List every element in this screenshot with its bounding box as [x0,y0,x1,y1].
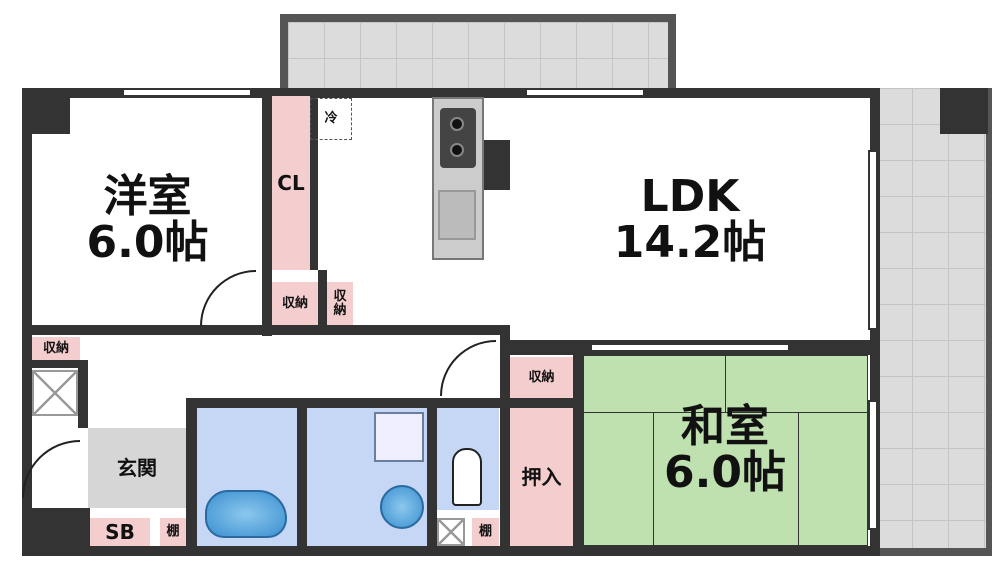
pillar [22,508,90,556]
wall [297,408,307,556]
oshiire: 押入 [510,408,573,546]
wall [573,355,583,555]
window [868,150,878,330]
tatami-line [583,412,868,413]
wall [262,96,272,336]
wall [318,270,327,330]
washbasin-icon [380,485,424,529]
top-balcony [280,14,676,90]
shoebox: SB [90,518,150,546]
fridge: 冷 [310,98,352,140]
window [868,400,878,530]
storage: 収納 [510,357,573,398]
shelf: 棚 [160,518,186,546]
storage: 収 納 [327,282,353,325]
sink-icon [438,190,476,240]
wall [78,360,88,428]
closet: CL [272,96,318,270]
storage: 収納 [32,337,80,361]
shaft [32,370,78,416]
wall [186,398,197,556]
wall [186,398,500,408]
storage: 収納 [272,282,318,325]
pillar [940,88,988,134]
tatami-line [725,355,726,412]
burner [450,143,464,157]
shaft [437,518,465,546]
wall [500,325,510,555]
tatami-line [653,412,654,546]
window [525,88,645,97]
sliding-door [590,343,790,352]
wall [484,140,510,190]
wall [427,398,437,556]
wall [22,325,500,335]
shelf: 棚 [472,518,499,546]
tatami-line [798,412,799,546]
wall [510,398,583,408]
toilet-icon [452,448,482,506]
window [122,88,252,97]
pillar [22,88,70,134]
shower-tray [374,412,424,462]
wall [22,360,88,368]
bathtub-icon [205,490,287,538]
burner [450,117,464,131]
entrance: 玄関 [88,428,186,508]
right-balcony [876,88,992,556]
